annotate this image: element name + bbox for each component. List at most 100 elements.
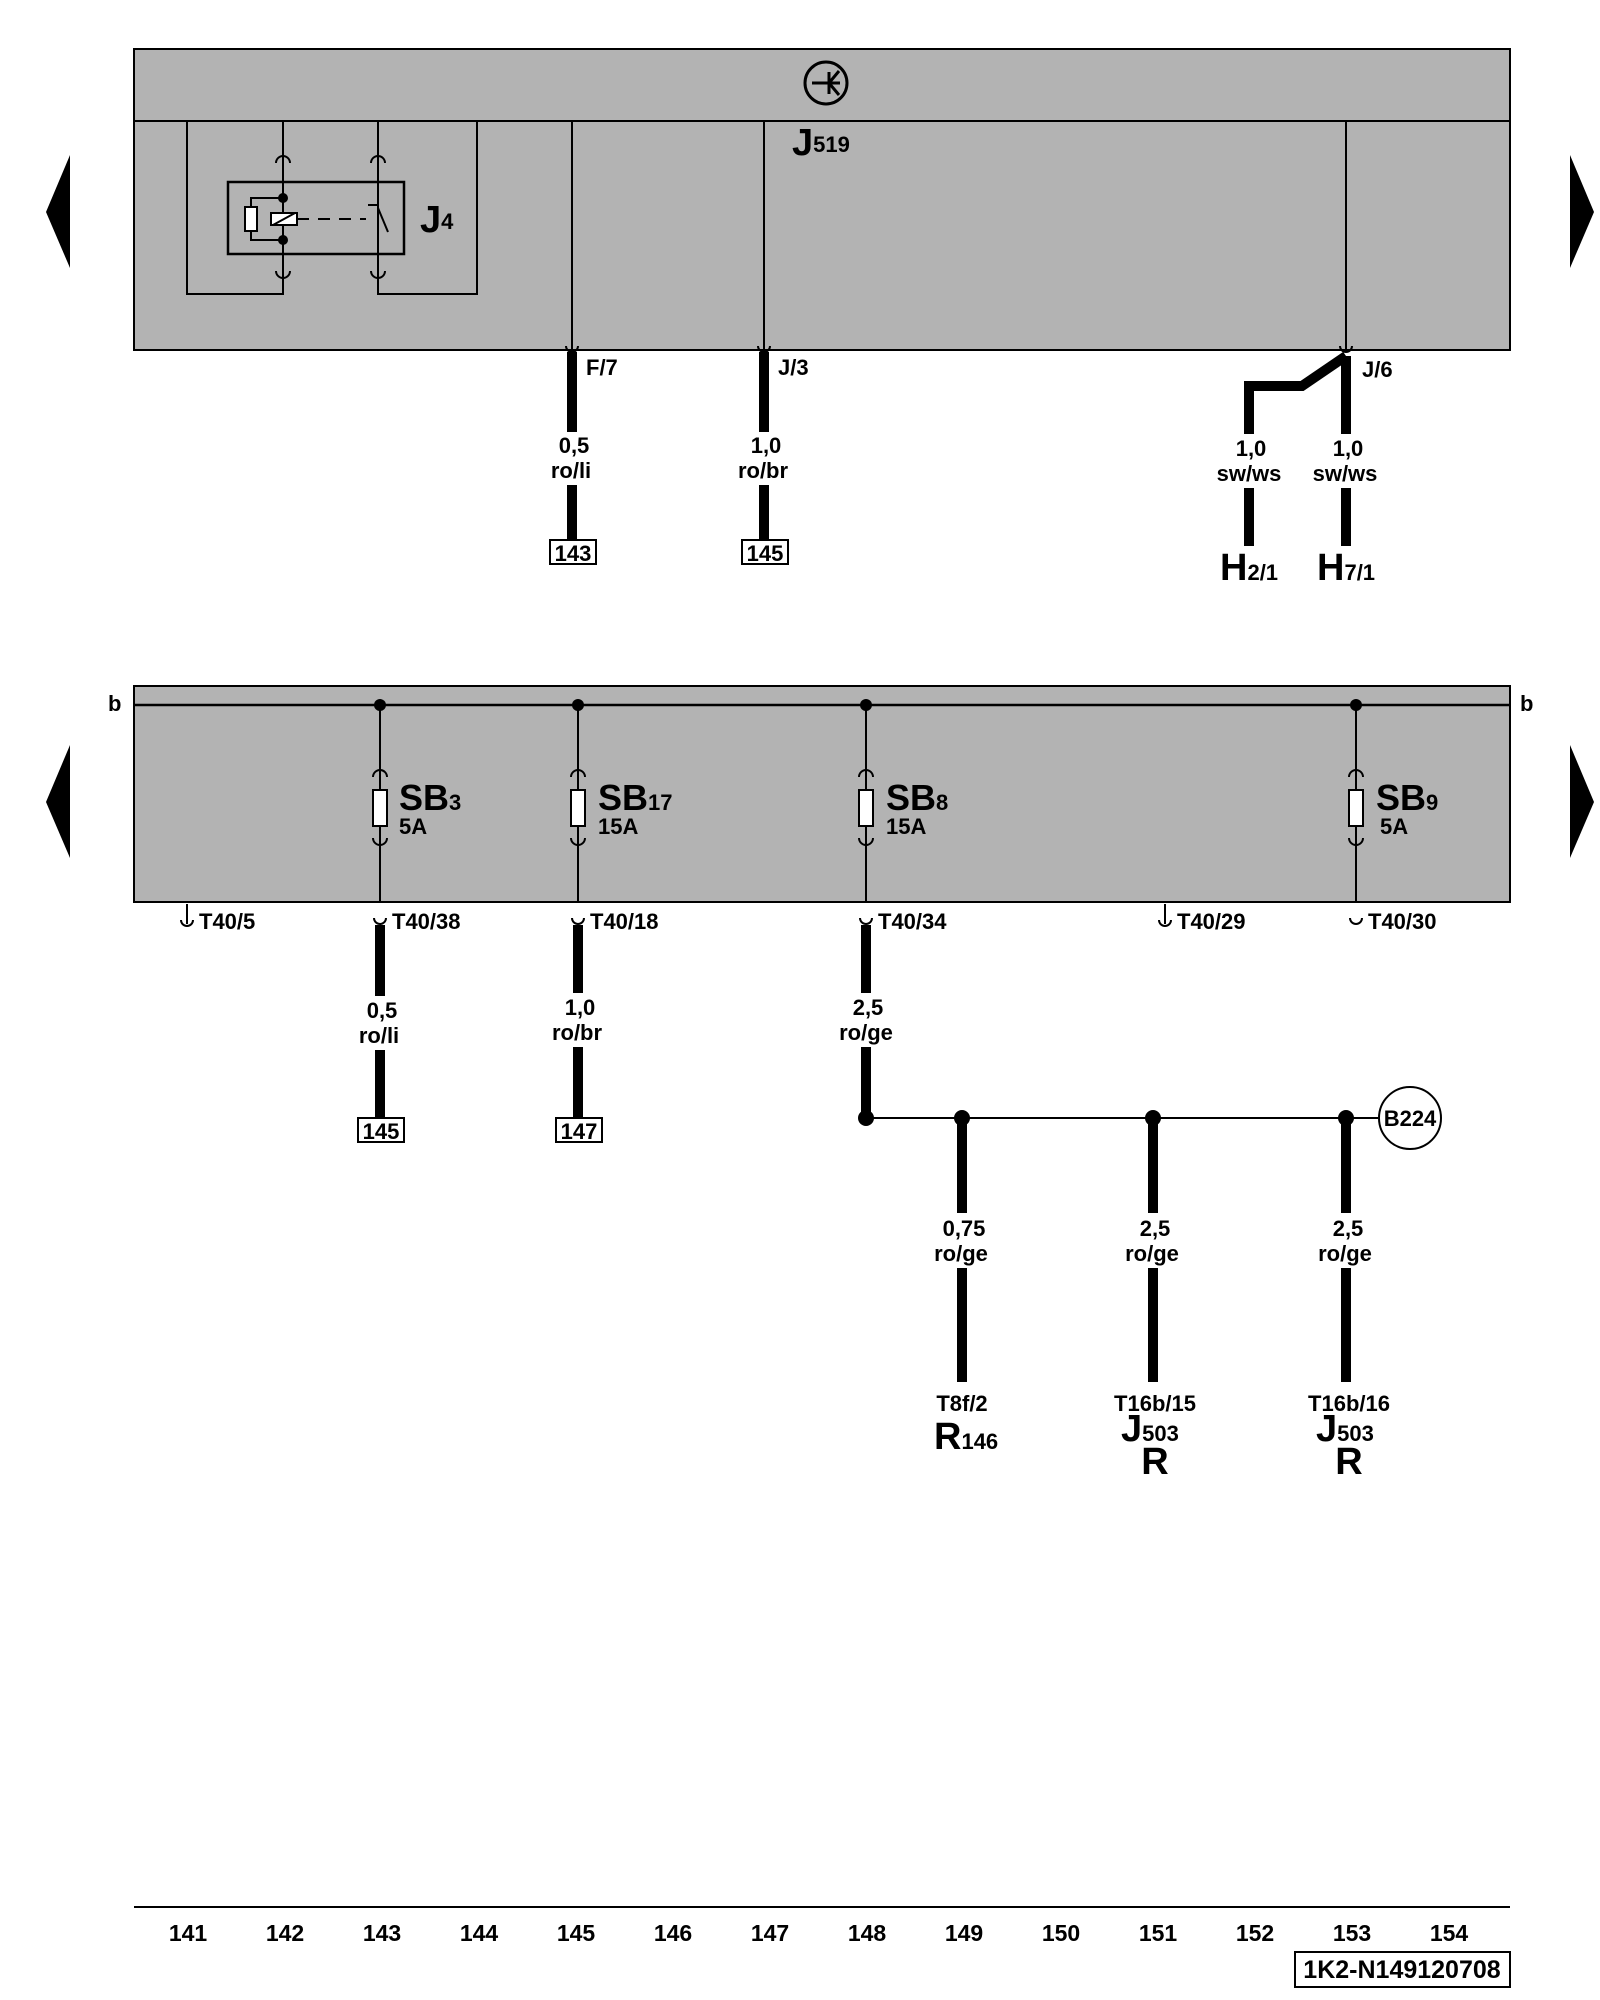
component-label: H7/1	[1317, 547, 1375, 589]
relay-label: J4	[420, 199, 454, 241]
track-number: 142	[266, 1920, 304, 1946]
relay-j4: J4	[186, 121, 478, 295]
fuse-rating: 15A	[598, 814, 638, 839]
svg-text:145: 145	[363, 1119, 400, 1144]
wire-size: 2,5	[853, 995, 884, 1020]
wire-color: sw/ws	[1217, 461, 1282, 486]
svg-text:147: 147	[561, 1119, 598, 1144]
fuse-label: SB9	[1376, 777, 1438, 818]
bus-label-right: b	[1520, 691, 1533, 716]
track-number: 149	[945, 1920, 983, 1946]
module-label: J519	[792, 122, 850, 164]
endpoint-component: J503	[1121, 1408, 1179, 1450]
bottom-wires	[375, 925, 1351, 1382]
splice-line	[858, 1110, 1378, 1126]
wire-color: ro/ge	[934, 1241, 988, 1266]
pin-label: T40/38	[392, 909, 461, 934]
endpoint-component: R146	[934, 1416, 998, 1458]
track-number: 148	[848, 1920, 887, 1946]
fuse-sb9: SB9 5A	[1348, 699, 1438, 902]
ref-box[interactable]: 145	[741, 539, 789, 566]
bus-label-left: b	[108, 691, 121, 716]
top-wire-labels: 0,5 ro/li 1,0 ro/br 1,0 sw/ws 1,0 sw/ws	[551, 433, 1378, 486]
fuse-icon	[1348, 789, 1364, 827]
relay-switch-icon	[368, 168, 389, 268]
endpoint-j503-b: T16b/16 J503 R	[1308, 1391, 1390, 1483]
track-number: 143	[363, 1920, 401, 1946]
svg-text:145: 145	[747, 541, 784, 566]
track-number: 153	[1333, 1920, 1371, 1946]
module-symbol-icon	[803, 60, 849, 106]
wire-size: 0,5	[367, 998, 398, 1023]
wire-size: 0,75	[943, 1216, 986, 1241]
endpoint-j503-a: T16b/15 J503 R	[1114, 1391, 1196, 1483]
ref-box[interactable]: 143	[549, 539, 597, 566]
wire-size: 1,0	[1236, 436, 1267, 461]
wire-color: ro/ge	[839, 1020, 893, 1045]
ground-point-b224[interactable]: B224	[1378, 1086, 1442, 1150]
top-pins: F/7 J/3 J/6	[565, 345, 1393, 382]
fuse-rating: 5A	[1380, 814, 1408, 839]
wire-color: sw/ws	[1313, 461, 1378, 486]
wire-size: 1,0	[565, 995, 596, 1020]
track-number: 150	[1042, 1920, 1080, 1946]
svg-text:B224: B224	[1384, 1106, 1437, 1131]
nav-arrow-right-bottom[interactable]	[1570, 745, 1594, 858]
pin-label: T40/18	[590, 909, 659, 934]
endpoint-component: J503	[1316, 1408, 1374, 1450]
pin-label: T40/5	[199, 909, 255, 934]
fuse-holder-unit: b b SB3 5A SB17 15A SB8	[108, 685, 1533, 903]
fuse-icon	[858, 789, 874, 827]
wire-size: 2,5	[1140, 1216, 1171, 1241]
endpoint-extra: R	[1141, 1441, 1168, 1483]
fuse-icon	[372, 789, 388, 827]
bottom-wire-labels: 0,5 ro/li 1,0 ro/br 2,5 ro/ge 0,75 ro/ge…	[359, 995, 1372, 1266]
pin-label: F/7	[586, 355, 618, 380]
endpoint-pin: T8f/2	[936, 1391, 987, 1416]
wire-color: ro/li	[359, 1023, 399, 1048]
pin-label: T40/34	[878, 909, 947, 934]
component-label: H2/1	[1220, 547, 1278, 589]
wire-color: ro/br	[552, 1020, 603, 1045]
svg-text:143: 143	[555, 541, 592, 566]
ref-box[interactable]: 145	[357, 1117, 405, 1144]
fuse-sb3: SB3 5A	[372, 699, 461, 902]
track-number: 146	[654, 1920, 692, 1946]
endpoint-r146: T8f/2 R146	[934, 1391, 998, 1458]
fuse-label: SB8	[886, 777, 948, 818]
endpoint-pin: T16b/16	[1308, 1391, 1390, 1416]
wire-color: ro/li	[551, 458, 591, 483]
track-number: 151	[1139, 1920, 1178, 1946]
endpoint-extra: R	[1335, 1441, 1362, 1483]
ref-box[interactable]: 147	[555, 1117, 603, 1144]
pin-label: T40/30	[1368, 909, 1437, 934]
pin-label: J/3	[778, 355, 809, 380]
track-number: 144	[460, 1920, 499, 1946]
nav-arrow-left-top[interactable]	[46, 155, 70, 268]
wire-size: 0,5	[559, 433, 590, 458]
pin-label: J/6	[1362, 357, 1393, 382]
fuse-icon	[570, 789, 586, 827]
track-number: 141	[169, 1920, 208, 1946]
nav-arrow-right-top[interactable]	[1570, 155, 1594, 268]
bottom-pins: T40/5 T40/38 T40/18 T40/34 T40/29 T40/30	[180, 904, 1437, 934]
nav-arrow-left-bottom[interactable]	[46, 745, 70, 858]
fuse-sb17: SB17 15A	[570, 699, 673, 902]
fuse-rating: 5A	[399, 814, 427, 839]
wire-size: 2,5	[1333, 1216, 1364, 1241]
wire-size: 1,0	[1333, 436, 1364, 461]
track-number: 152	[1236, 1920, 1274, 1946]
svg-text:1K2-N149120708: 1K2-N149120708	[1303, 1956, 1500, 1984]
fuse-label: SB17	[598, 777, 673, 818]
wire-color: ro/ge	[1318, 1241, 1372, 1266]
track-number: 154	[1430, 1920, 1469, 1946]
wire-color: ro/br	[738, 458, 789, 483]
top-wires	[567, 351, 1351, 546]
wire-size: 1,0	[751, 433, 782, 458]
fuse-label: SB3	[399, 777, 461, 818]
top-control-unit: J519	[133, 48, 1511, 351]
diagram-code-box: 1K2-N149120708	[1294, 1951, 1511, 1988]
relay-coil-icon	[244, 168, 298, 268]
